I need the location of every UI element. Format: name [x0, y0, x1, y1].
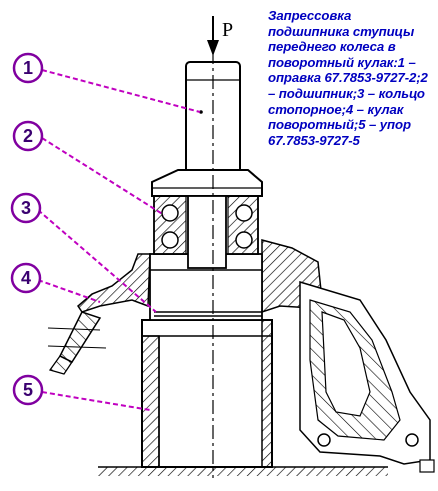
callout-leaders	[37, 69, 201, 411]
ground-base	[98, 466, 388, 476]
support-sleeve	[141, 319, 273, 468]
callout-5: 5	[12, 374, 44, 406]
callout-4-number: 4	[21, 268, 31, 288]
callout-1: 1	[12, 52, 44, 84]
force-label: P	[222, 19, 233, 41]
callout-2: 2	[12, 120, 44, 152]
callout-2-number: 2	[23, 126, 33, 146]
callout-3-number: 3	[21, 198, 31, 218]
callout-4: 4	[10, 262, 42, 294]
steering-knuckle	[47, 239, 435, 473]
callout-5-number: 5	[23, 380, 33, 400]
callout-3: 3	[10, 192, 42, 224]
force-arrow	[207, 16, 219, 56]
figure-caption: Запрессовка подшипника ступицы переднего…	[268, 8, 428, 148]
callout-1-number: 1	[23, 58, 33, 78]
